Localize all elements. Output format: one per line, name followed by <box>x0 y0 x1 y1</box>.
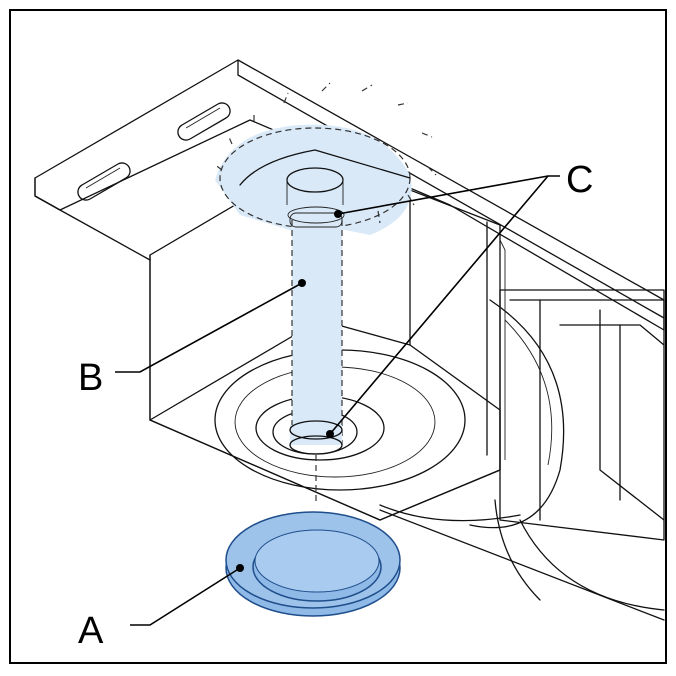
leader-lines <box>115 175 560 626</box>
mounting-slot <box>77 162 131 201</box>
leader-c-upper <box>337 175 549 215</box>
callout-a: A <box>78 610 104 652</box>
leader-b <box>115 282 303 373</box>
callout-c: C <box>566 159 593 201</box>
leader-a <box>130 567 241 626</box>
end-cap <box>225 511 401 617</box>
leader-c-lower <box>329 175 560 435</box>
mounting-slot <box>177 102 231 141</box>
shaft <box>287 206 345 505</box>
sprocket <box>213 82 437 235</box>
wheel <box>379 299 565 529</box>
callout-b: B <box>78 357 103 399</box>
